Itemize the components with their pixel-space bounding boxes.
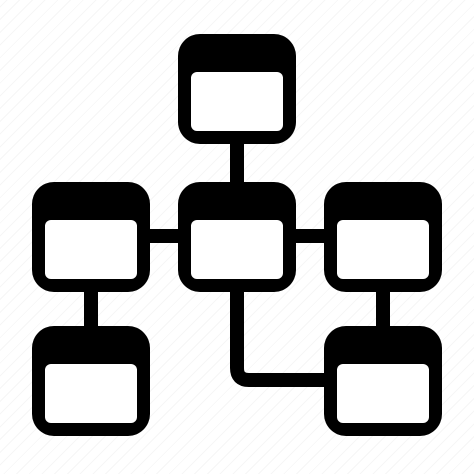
node-middle-left — [32, 182, 150, 292]
node-window — [337, 220, 429, 279]
connector-center-to-bottom-right — [230, 284, 328, 387]
node-top — [178, 34, 296, 144]
node-window — [45, 364, 137, 423]
node-middle-center — [178, 182, 296, 292]
node-window — [337, 364, 429, 423]
node-window — [191, 72, 283, 131]
node-bottom-left — [32, 326, 150, 436]
node-middle-right — [324, 182, 442, 292]
node-bottom-right — [324, 326, 442, 436]
node-window — [45, 220, 137, 279]
node-window — [191, 220, 283, 279]
